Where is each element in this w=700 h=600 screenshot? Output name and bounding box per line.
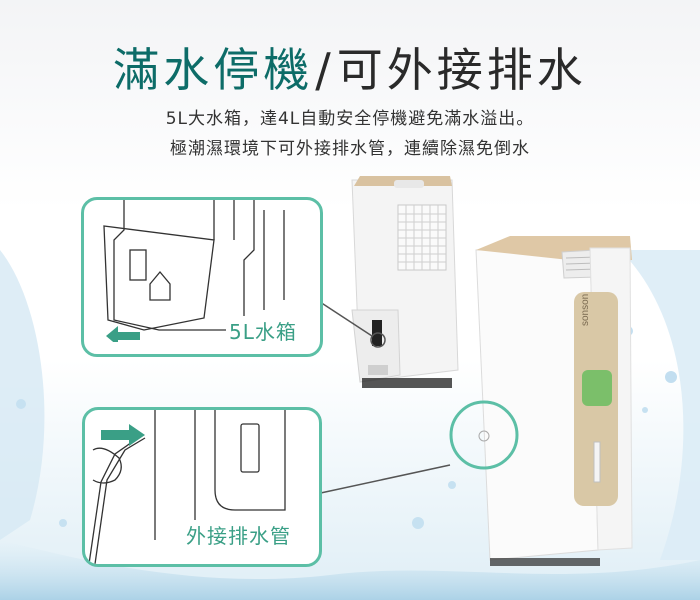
headline-part2: 可外接排水 (336, 43, 587, 97)
hose-illustration (88, 410, 286, 564)
insert-arrow-icon (101, 424, 145, 446)
tank-illustration (103, 200, 285, 331)
subtitle-line2: 極潮濕環境下可外接排水管，連續除濕免倒水 (170, 139, 530, 159)
headline-part1: 滿水停機 (113, 43, 314, 97)
hose-label: 外接排水管 (183, 520, 294, 549)
subtitle-line1: 5L大水箱，達4L自動安全停機避免滿水溢出。 (165, 109, 535, 129)
drain-port-highlight (449, 400, 519, 470)
eco-badge-icon (582, 370, 612, 406)
pull-arrow-icon (106, 326, 140, 342)
tank-label: 5L水箱 (226, 316, 300, 345)
headline-separator: / (315, 43, 335, 97)
dehumidifier-front-view: sonson (475, 236, 633, 566)
headline: 滿水停機/可外接排水 (0, 34, 700, 100)
brand-logo: sonson (580, 294, 591, 326)
